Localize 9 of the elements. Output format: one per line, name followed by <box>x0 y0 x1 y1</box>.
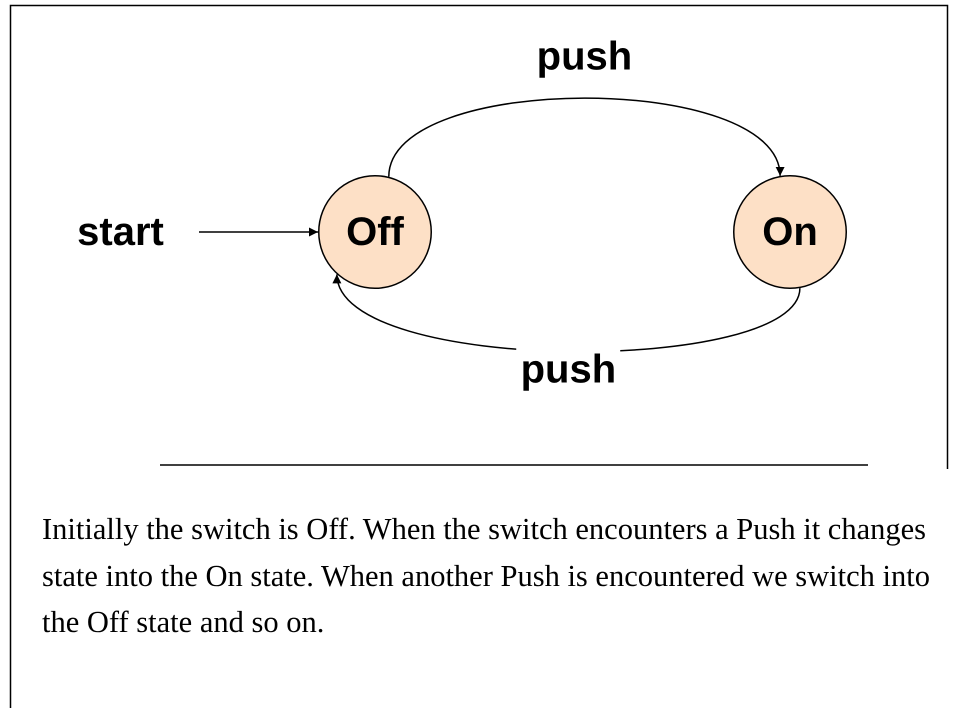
state-label: On <box>762 210 818 254</box>
edge-label: push <box>516 348 620 392</box>
state-circle <box>318 175 432 289</box>
arrow <box>199 228 318 236</box>
start-label: start <box>77 210 164 254</box>
arrow <box>388 97 782 177</box>
caption-text: Initially the switch is Off. When the switch encounters a Push it changes state into the On state. When another Push is encountered we switch into the Off state and so on. <box>42 511 931 641</box>
state-label: Off <box>346 210 404 254</box>
state-circle <box>733 175 847 289</box>
